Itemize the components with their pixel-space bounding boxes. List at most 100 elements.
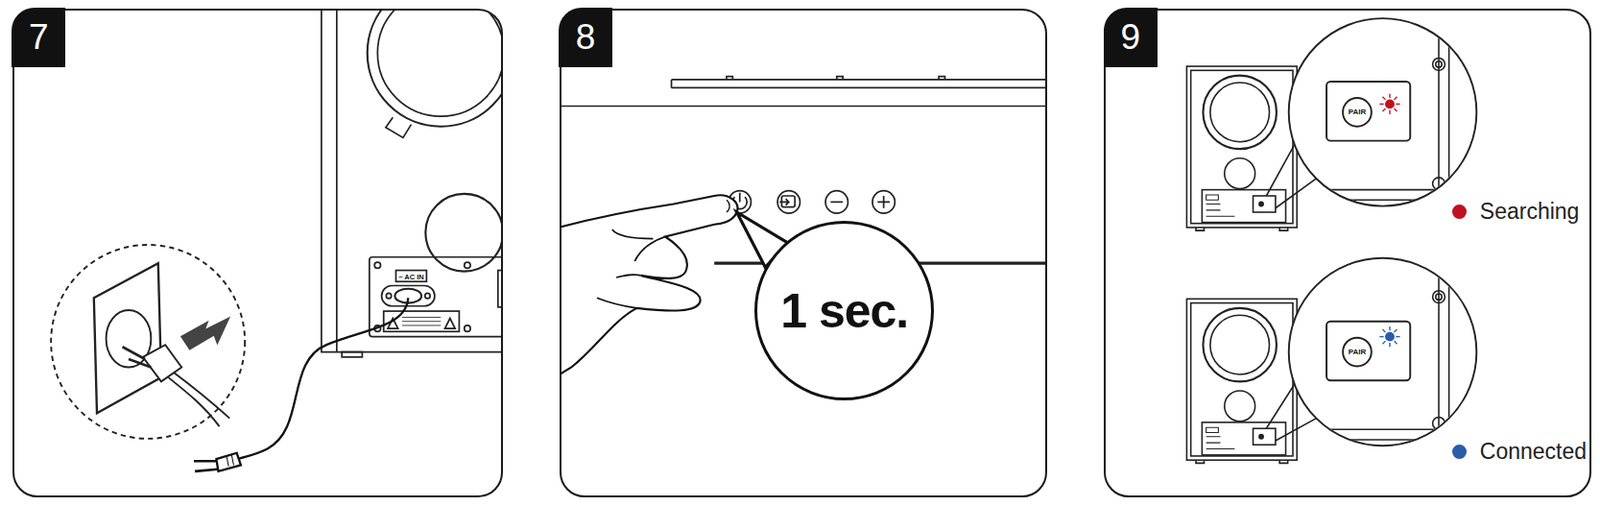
zoom-circle-part (1275, 0, 1450, 200)
subwoofer-front-part (1206, 427, 1236, 449)
led-connected (1379, 326, 1400, 347)
soundbar-part (560, 105, 1047, 108)
led-searching-part-part (1388, 110, 1390, 115)
wall-socket-part (94, 262, 162, 413)
zoom-circle-part-part (1435, 293, 1442, 300)
control-buttons-part (830, 201, 843, 204)
hand-part (726, 199, 730, 213)
soundbar-part (671, 79, 1047, 89)
subwoofer-rear-part (374, 262, 381, 268)
control-buttons (728, 191, 895, 214)
soundbar-part (726, 76, 946, 80)
zoom-circle-part-part (1275, 0, 1450, 200)
legend-text: Connected (1480, 438, 1587, 465)
zoom-circle-part-part (1432, 58, 1446, 72)
duration-text: 1 sec. (780, 283, 908, 339)
led-searching-part-part (1382, 108, 1386, 112)
subwoofer-rear-part (367, 9, 502, 127)
led-searching-part-part (1394, 108, 1398, 112)
subwoofer-rear-part (402, 316, 441, 326)
wall-socket-part (143, 344, 182, 382)
hand (560, 194, 739, 380)
led-searching-part-part (1388, 94, 1390, 98)
subwoofer-rear-part (383, 310, 460, 332)
button-label: PAIR (1348, 108, 1367, 117)
led-searching (1379, 94, 1400, 115)
control-buttons-part (779, 198, 789, 205)
subwoofer-rear-part (387, 318, 455, 330)
hand-part (597, 229, 666, 309)
led-searching-part-part (1395, 103, 1400, 105)
led-searching-part (1379, 94, 1400, 115)
legend-swatch (1452, 444, 1467, 459)
power-cord-part (193, 460, 217, 472)
step-panel: 8 1 sec. (559, 8, 1048, 498)
legend-entry: Connected (1452, 438, 1587, 465)
led-connected-part-part (1388, 326, 1390, 331)
step-number: 7 (11, 7, 66, 68)
subwoofer-front-part (1259, 201, 1264, 206)
subwoofer-front-part (1210, 314, 1270, 375)
subwoofer-rear-part (395, 270, 427, 283)
connector-label: ~ AC IN (398, 273, 425, 282)
legend-entry: Searching (1452, 198, 1580, 225)
zoom-circle-part-part (1432, 417, 1446, 430)
led-searching-part-part (1379, 103, 1384, 105)
led-connected-part-part (1394, 340, 1398, 344)
subwoofer-rear (321, 9, 502, 358)
step-number: 8 (558, 7, 613, 68)
power-cord-part (215, 453, 241, 472)
led-connected-part-part (1382, 340, 1386, 344)
hand-part (560, 194, 739, 380)
zoom-circle-part-part (1432, 290, 1446, 304)
subwoofer-rear-part (369, 257, 502, 337)
control-buttons-part (877, 195, 890, 209)
zoom-circle-part (1275, 255, 1450, 440)
zoom-circle (1275, 0, 1477, 446)
legend-text: Searching (1480, 198, 1580, 225)
subwoofer-rear-part (425, 292, 430, 298)
subwoofer-front-part (1202, 308, 1277, 383)
led-connected-part (1379, 326, 1400, 347)
subwoofer-front-part (1195, 459, 1289, 463)
power-cord-part (237, 297, 409, 459)
subwoofer-front-part (1253, 195, 1276, 213)
wall-socket (50, 244, 245, 439)
subwoofer-rear-part (377, 9, 502, 118)
legend-swatch (1452, 204, 1467, 219)
wall-socket-part (50, 244, 245, 439)
power-cord-part (226, 454, 234, 467)
zoom-circle-part-part (1435, 61, 1442, 68)
zoom-circle-part-part (1326, 321, 1410, 382)
wall-socket-part (122, 346, 152, 367)
subwoofer-rear-part (385, 292, 391, 298)
led-connected-part-part (1395, 335, 1400, 337)
subwoofer-front-part (1191, 303, 1293, 456)
subwoofer-front-part (1253, 428, 1276, 445)
wall-socket-part (167, 372, 230, 427)
subwoofer-front-part (1259, 434, 1264, 439)
led-connected-part-part (1382, 329, 1386, 333)
subwoofer-rear-part (321, 9, 502, 353)
subwoofer-front-part (1186, 298, 1297, 460)
subwoofer-front-part (1191, 70, 1293, 223)
subwoofer-rear-part (341, 352, 362, 358)
zoom-circle-part-part (1326, 81, 1410, 142)
subwoofer-front-part (1201, 190, 1286, 223)
subwoofer-front-part (1224, 390, 1256, 422)
subwoofer-front-part (1202, 75, 1277, 150)
subwoofer-rear-part (464, 262, 471, 268)
subwoofer-rear-part (385, 117, 412, 138)
button-label: PAIR (1348, 348, 1367, 357)
led-searching-part (1385, 99, 1395, 109)
step-panel: 9 (1103, 8, 1592, 498)
control-buttons-part (872, 191, 895, 214)
control-buttons-part (777, 191, 800, 214)
zoom-circle-part-part (1342, 97, 1372, 127)
led-connected-part-part (1388, 342, 1390, 347)
subwoofer-front-part (1201, 422, 1286, 455)
subwoofer-front-part (1206, 194, 1236, 216)
step-panel: 7 (12, 8, 503, 498)
wall-socket-part (181, 318, 229, 350)
control-buttons-part (825, 191, 848, 214)
